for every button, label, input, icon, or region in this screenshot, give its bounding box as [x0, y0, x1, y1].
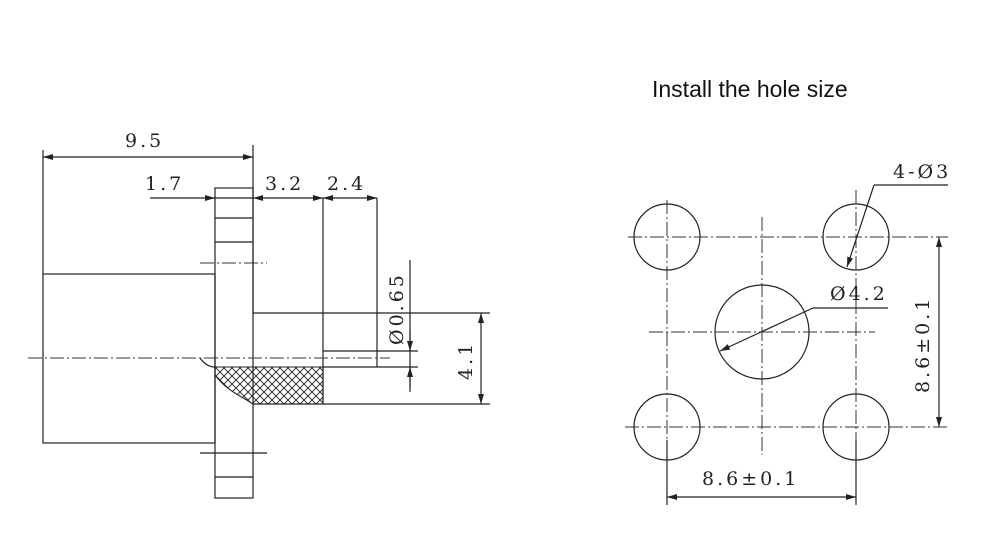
- dim-flange-thickness: 1.7: [145, 173, 184, 195]
- corner-hole: [822, 203, 890, 271]
- dim-vertical-pitch: 8.6±0.1: [912, 296, 934, 393]
- dim-corner-holes: 4-Ø3: [893, 161, 951, 183]
- dim-pin-diameter: Ø0.65: [386, 272, 408, 345]
- corner-hole: [633, 203, 701, 271]
- page-title: Install the hole size: [652, 76, 848, 102]
- dim-height: 4.1: [455, 341, 477, 380]
- dim-overall-length: 9.5: [125, 130, 164, 152]
- dim-horizontal-pitch: 8.6±0.1: [702, 468, 799, 490]
- dielectric-hatch: [214, 366, 324, 405]
- connector-side-view: 9.5 1.7 3.2 2.4 Ø0.65 4.1: [28, 130, 490, 499]
- center-hole: [714, 284, 810, 380]
- flange: [214, 187, 254, 499]
- dim-body-length: 3.2: [265, 173, 304, 195]
- hole-layout-view: 4-Ø3 Ø4.2 8.6±0.1 8.6±0.1: [625, 161, 951, 505]
- dim-center-hole: Ø4.2: [830, 283, 888, 305]
- dim-pin-length: 2.4: [327, 173, 366, 195]
